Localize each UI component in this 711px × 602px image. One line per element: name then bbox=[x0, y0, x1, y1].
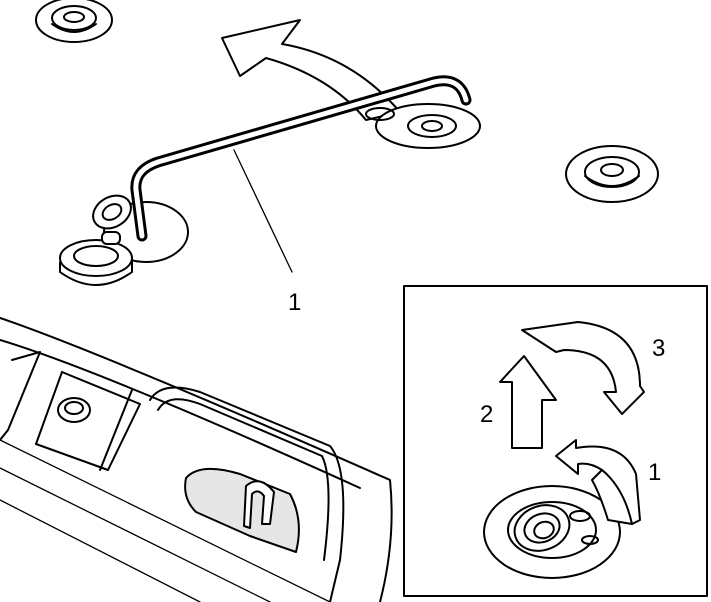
inset-rotate-arrow bbox=[521, 321, 645, 415]
support-rod bbox=[130, 75, 472, 242]
callout-main-rod: 1 bbox=[288, 289, 301, 316]
rod-retaining-clip bbox=[59, 194, 133, 286]
inset-cap bbox=[513, 504, 571, 552]
rod-rear-mount bbox=[365, 103, 481, 149]
grommet-top-left bbox=[35, 0, 113, 43]
leader-line-main bbox=[233, 149, 293, 273]
callout-inset-step-1: 1 bbox=[648, 459, 661, 486]
inset-lift-arrow bbox=[499, 355, 557, 449]
vehicle-panel bbox=[0, 317, 393, 602]
inset-detail-box: 3 2 1 bbox=[403, 285, 708, 597]
callout-inset-step-2: 2 bbox=[480, 401, 493, 428]
callout-inset-step-3: 3 bbox=[652, 335, 665, 362]
grommet-right bbox=[565, 145, 659, 203]
